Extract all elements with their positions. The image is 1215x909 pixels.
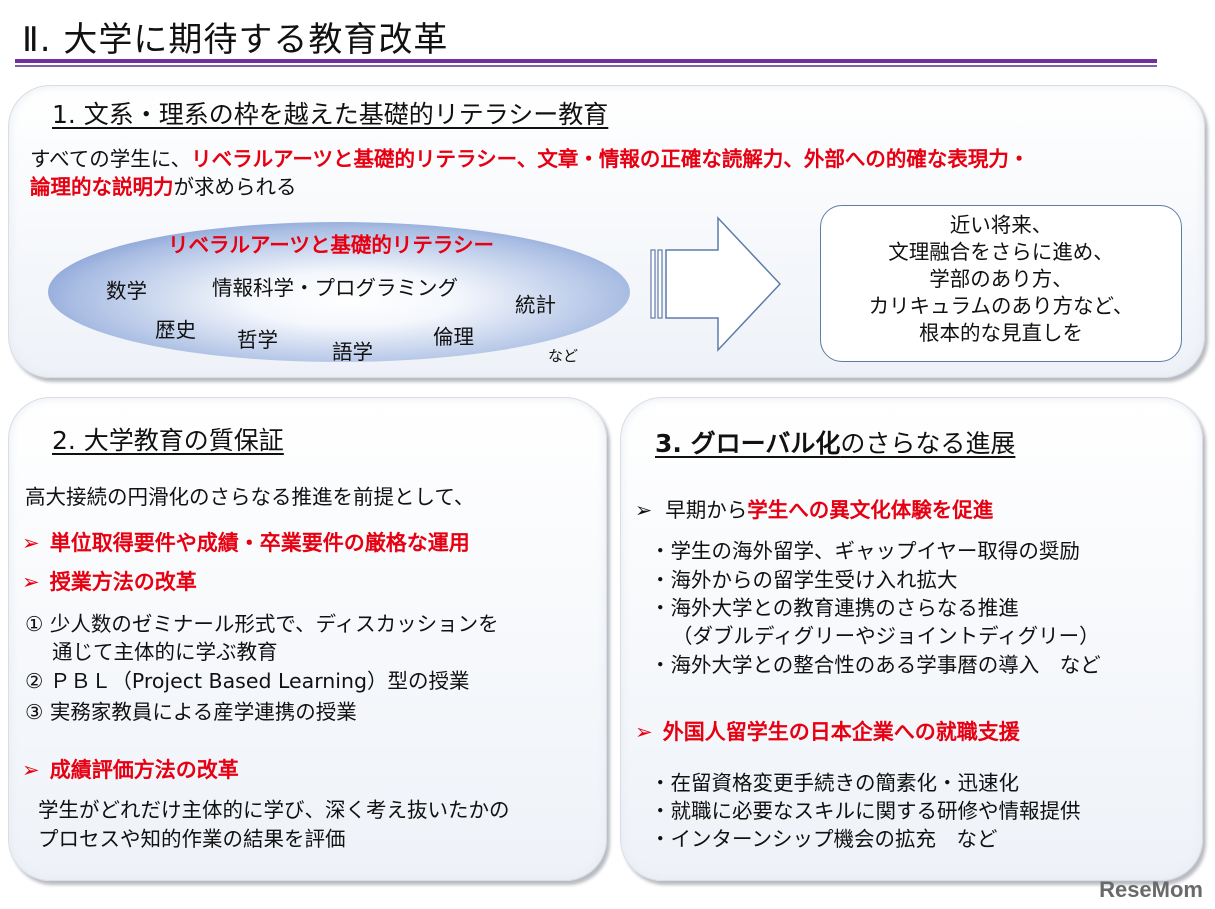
section2-intro: 高大接続の円滑化のさらなる推進を前提として、	[25, 485, 475, 509]
subject: 情報科学・プログラミング	[212, 276, 458, 300]
bullet-arrow-icon: ➢	[22, 758, 40, 782]
intro-highlight-2: 論理的な説明力	[30, 175, 174, 199]
section3-heading: 3. グローバル化のさらなる進展	[655, 424, 1015, 460]
box-line: 近い将来、	[949, 213, 1053, 237]
arrow-right-icon	[650, 216, 782, 352]
method-item: 通じて主体的に学ぶ教育	[52, 640, 278, 664]
bullet-highlight: 学生への異文化体験を促進	[747, 498, 994, 522]
support-item: ・就職に必要なスキルに関する研修や情報提供	[650, 799, 1081, 823]
eval-line: プロセスや知的作業の結果を評価	[38, 827, 346, 851]
bullet-prefix: 早期から	[665, 498, 748, 522]
exchange-item: ・学生の海外留学、ギャップイヤー取得の奨励	[650, 539, 1080, 563]
bullet-text: 成績評価方法の改革	[49, 758, 239, 782]
section2-heading: 2. 大学教育の質保証	[52, 426, 284, 455]
exchange-item: ・海外からの留学生受け入れ拡大	[650, 568, 958, 592]
support-item: ・インターンシップ機会の拡充 など	[650, 827, 998, 851]
heading-bold: 3. グローバル化	[655, 429, 841, 458]
bullet-text: 外国人留学生の日本企業への就職支援	[662, 720, 1020, 744]
eval-line: 学生がどれだけ主体的に学び、深く考え抜いたかの	[38, 798, 510, 822]
box-line: カリキュラムのあり方など、	[868, 294, 1134, 318]
slide-title: Ⅱ. 大学に期待する教育改革	[22, 20, 449, 60]
subject: 倫理	[433, 325, 474, 349]
exchange-item: （ダブルディグリーやジョイントディグリー）	[672, 624, 1100, 648]
future-box: 近い将来、 文理融合をさらに進め、 学部のあり方、 カリキュラムのあり方など、 …	[820, 205, 1182, 362]
section3-bullet2: ➢ 外国人留学生の日本企業への就職支援	[635, 716, 1020, 746]
title-divider	[15, 59, 1157, 63]
subject: 数学	[106, 279, 147, 303]
bullet-arrow-icon: ➢	[22, 570, 40, 594]
section2-bullet3: ➢ 成績評価方法の改革	[22, 754, 239, 784]
title-divider-thin	[15, 65, 1157, 67]
subject: 哲学	[237, 328, 278, 352]
intro-suffix: が求められる	[173, 175, 297, 199]
box-line: 根本的な見直しを	[919, 321, 1083, 345]
bullet-arrow-icon: ➢	[635, 720, 653, 744]
section2-panel	[8, 397, 607, 881]
section1-intro-line2: 論理的な説明力が求められる	[30, 170, 297, 200]
intro-highlight: リベラルアーツと基礎的リテラシー、文章・情報の正確な読解力、外部への的確な表現力…	[191, 147, 1030, 171]
subject: 統計	[515, 293, 556, 317]
section2-bullet1: ➢ 単位取得要件や成績・卒業要件の厳格な運用	[22, 527, 470, 557]
bullet-text: 単位取得要件や成績・卒業要件の厳格な運用	[49, 531, 470, 555]
box-line: 文理融合をさらに進め、	[888, 240, 1114, 264]
exchange-item: ・海外大学との教育連携のさらなる推進	[650, 596, 1019, 620]
section3-panel	[620, 397, 1203, 881]
resemom-watermark: ReseMom	[1099, 877, 1203, 902]
liberal-arts-ellipse	[48, 222, 630, 362]
section2-bullet2: ➢ 授業方法の改革	[22, 566, 197, 596]
section3-bullet1: ➢ 早期から学生への異文化体験を促進	[635, 493, 993, 523]
bullet-arrow-icon: ➢	[635, 498, 653, 522]
etc-label: など	[548, 347, 579, 365]
section1-intro-line1: すべての学生に、リベラルアーツと基礎的リテラシー、文章・情報の正確な読解力、外部…	[30, 142, 1029, 172]
section1-heading: 1. 文系・理系の枠を越えた基礎的リテラシー教育	[52, 100, 609, 129]
subject: 語学	[332, 340, 373, 364]
intro-prefix: すべての学生に、	[30, 147, 192, 171]
support-item: ・在留資格変更手続きの簡素化・迅速化	[650, 771, 1019, 795]
bullet-arrow-icon: ➢	[22, 531, 40, 555]
heading-rest: のさらなる進展	[840, 429, 1016, 458]
exchange-item: ・海外大学との整合性のある学事暦の導入 など	[650, 653, 1101, 677]
ellipse-title: リベラルアーツと基礎的リテラシー	[168, 233, 494, 257]
method-item: ① 少人数のゼミナール形式で、ディスカッションを	[25, 612, 499, 636]
box-line: 学部のあり方、	[929, 267, 1073, 291]
bullet-text: 授業方法の改革	[49, 570, 197, 594]
method-item: ③ 実務家教員による産学連携の授業	[25, 700, 357, 724]
method-item: ② ＰＢＬ（Project Based Learning）型の授業	[25, 669, 470, 693]
subject: 歴史	[155, 318, 196, 342]
